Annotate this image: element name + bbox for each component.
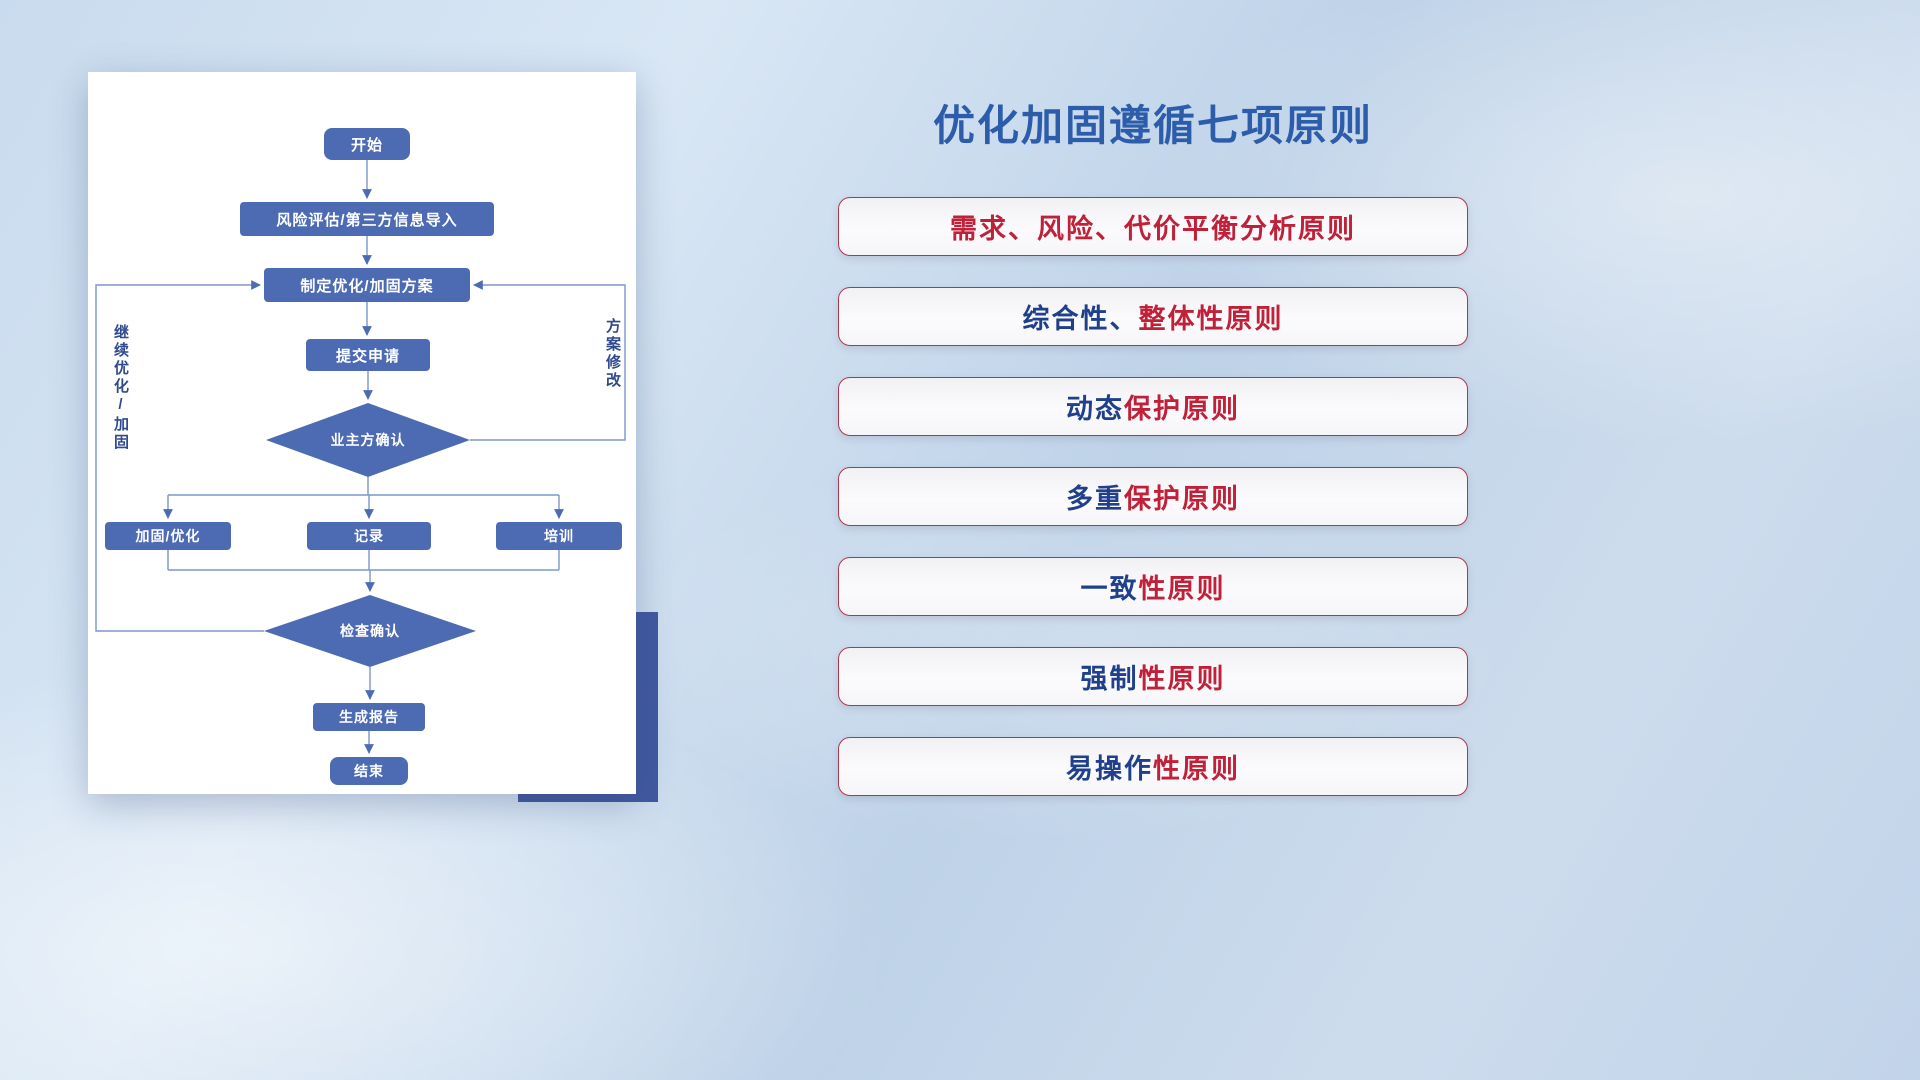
principle-1-red: 需求、风险、代价平衡分析原则 (950, 214, 1356, 244)
principle-item-1: 需求、风险、代价平衡分析原则 (838, 197, 1468, 256)
principle-2-red: 整体性原则 (1138, 304, 1284, 334)
principle-4-blue: 多重 (1066, 484, 1124, 514)
flow-node-generate-report: 生成报告 (313, 703, 425, 731)
principle-3-blue: 动态 (1066, 394, 1124, 424)
left-loop-label: 继续优化/加固 (112, 324, 129, 452)
principle-item-6: 强制性原则 (838, 647, 1468, 706)
flowchart-panel: 开始 风险评估/第三方信息导入 制定优化/加固方案 提交申请 业主方确认 加固/… (88, 72, 636, 794)
flow-node-check-confirm: 检查确认 (340, 623, 400, 639)
principle-item-3: 动态保护原则 (838, 377, 1468, 436)
flow-node-owner-confirm: 业主方确认 (330, 432, 406, 448)
principle-6-blue: 强制 (1080, 664, 1139, 694)
flow-node-reinforce-optimize: 加固/优化 (105, 522, 231, 550)
principles-list: 需求、风险、代价平衡分析原则 综合性、整体性原则 动态保护原则 多重保护原则 一… (838, 197, 1468, 827)
page-title: 优化加固遵循七项原则 (932, 102, 1373, 149)
principle-7-red: 性原则 (1153, 754, 1240, 784)
flowchart-connectors (95, 160, 626, 754)
principle-6-red: 性原则 (1138, 664, 1226, 694)
principle-2-blue: 综合性、 (1022, 304, 1139, 334)
principle-item-7: 易操作性原则 (838, 737, 1468, 796)
principle-item-5: 一致性原则 (838, 557, 1468, 616)
principle-7-blue: 易操作 (1066, 754, 1153, 784)
principle-5-blue: 一致 (1080, 574, 1139, 604)
principle-4-red: 保护原则 (1124, 484, 1240, 514)
right-loop-label: 方案修改 (604, 318, 621, 390)
flow-node-submit-request: 提交申请 (306, 339, 430, 371)
flow-node-make-plan: 制定优化/加固方案 (264, 268, 470, 302)
flow-node-start: 开始 (324, 128, 410, 160)
flow-node-end: 结束 (330, 757, 408, 785)
principle-3-red: 保护原则 (1124, 394, 1240, 424)
principle-5-red: 性原则 (1138, 574, 1226, 604)
principle-item-4: 多重保护原则 (838, 467, 1468, 526)
flow-node-record: 记录 (307, 522, 431, 550)
principle-item-2: 综合性、整体性原则 (838, 287, 1468, 346)
flow-node-risk-assessment: 风险评估/第三方信息导入 (240, 202, 494, 236)
flow-node-training: 培训 (496, 522, 622, 550)
